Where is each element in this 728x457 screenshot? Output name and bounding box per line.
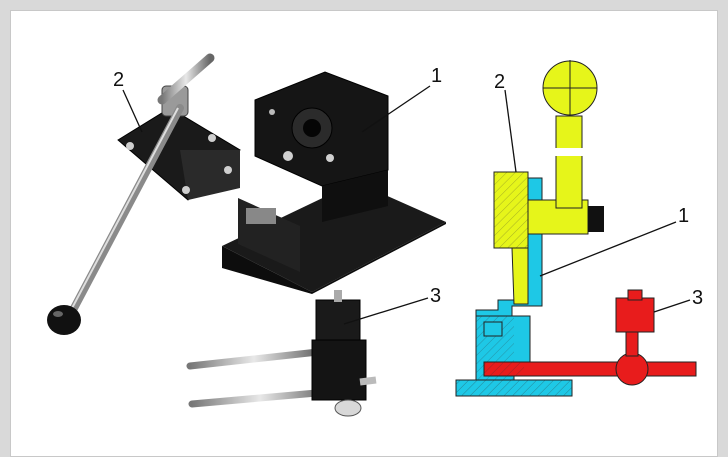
die-screw	[283, 151, 293, 161]
drawing-handle-break	[552, 148, 586, 156]
leader-drawing-3	[653, 299, 691, 313]
drawing-press-clamp	[588, 206, 604, 232]
leader-photo-1	[361, 85, 431, 133]
drawing-stop-block-cap	[627, 289, 643, 301]
stop-rod	[188, 388, 332, 408]
stop-foot	[334, 399, 362, 417]
leader-drawing-1	[539, 221, 677, 277]
callout-photo-lever-press: 2	[113, 69, 124, 91]
press-plate-side	[180, 150, 240, 200]
press-lever-knob	[47, 305, 81, 335]
stop-top-screw	[334, 290, 342, 302]
die-center-hole	[303, 119, 321, 137]
leader-lines	[122, 85, 691, 325]
drawing-stop-hatch	[484, 362, 524, 376]
leader-drawing-2	[504, 89, 517, 173]
drawing-press-shank	[511, 247, 529, 305]
stop-rod-end	[359, 376, 377, 386]
cross-section-drawing	[455, 60, 697, 397]
callout-drawing-length-stop: 3	[692, 287, 703, 309]
drawing-die-pocket	[483, 321, 503, 337]
press-screw	[182, 186, 190, 194]
callout-photo-length-stop: 3	[430, 285, 441, 307]
die-base-side	[312, 222, 446, 294]
stop-top-block	[315, 299, 361, 347]
drawing-press-handle	[555, 115, 583, 209]
press-lever-highlight	[69, 107, 179, 313]
press-top-pin	[157, 53, 215, 105]
press-screw	[224, 166, 232, 174]
die-blade	[246, 208, 276, 224]
die-upper-side	[322, 170, 388, 222]
press-lever-rod	[68, 104, 184, 316]
lever-press-photo	[47, 53, 241, 335]
callout-photo-die-set: 1	[431, 65, 442, 87]
press-screw	[208, 134, 216, 142]
drawing-stop-ball	[615, 352, 649, 386]
press-knob-highlight	[53, 311, 63, 317]
drawing-stop-block	[615, 297, 655, 333]
stop-body	[311, 339, 367, 401]
stop-rod	[186, 348, 322, 370]
drawing-base-hatch	[456, 380, 572, 396]
drawing-stop-screw	[625, 329, 639, 357]
die-set-photo	[222, 71, 446, 294]
die-base-front	[222, 246, 312, 294]
die-screw	[269, 109, 275, 115]
leader-photo-2	[122, 89, 143, 133]
callout-drawing-lever-press: 2	[494, 71, 505, 93]
die-screw	[326, 154, 334, 162]
callout-drawing-die-set: 1	[678, 205, 689, 227]
length-stop-photo	[186, 290, 377, 417]
press-screw	[126, 142, 134, 150]
leader-photo-3	[343, 297, 429, 325]
die-base-top	[222, 182, 446, 292]
drawing-press-hatch	[494, 172, 528, 248]
